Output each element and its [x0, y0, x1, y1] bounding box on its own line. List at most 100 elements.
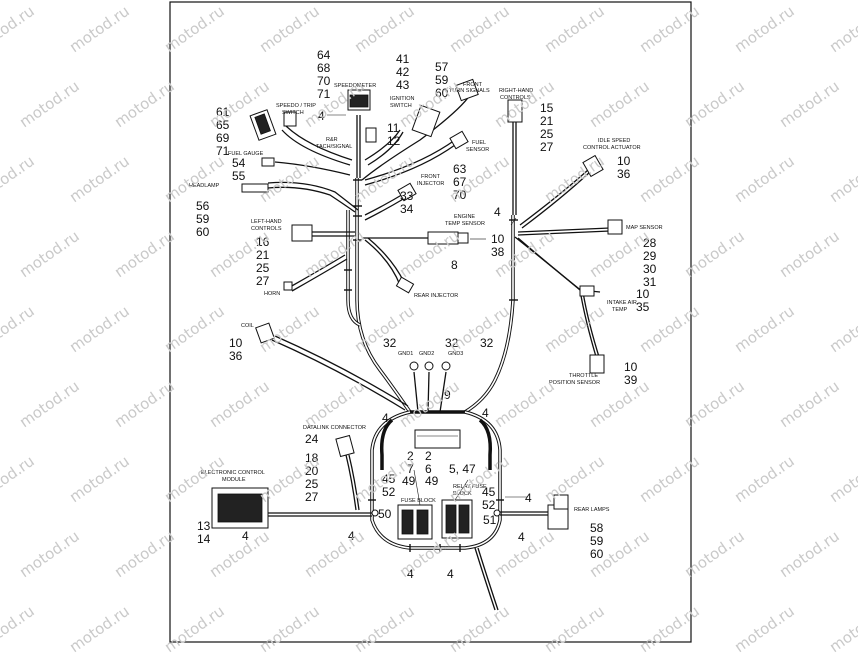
label-rr-tach-2: TACH/SIGNAL — [316, 144, 352, 150]
ref-ft-2: 60 — [435, 86, 449, 100]
ref-rl-2: 60 — [590, 547, 604, 561]
connectors — [211, 78, 623, 540]
ref-center-2a: 2 — [407, 449, 414, 463]
ref-center-7: 7 — [407, 462, 414, 476]
ref-relay-4: 4 — [525, 491, 532, 505]
ref-ss-0: 61 — [216, 105, 230, 119]
label-ignition-1: IGNITION — [390, 96, 414, 102]
label-ecm-1: ELECTRONIC CONTROL — [201, 470, 265, 476]
label-fuse-block: FUSE BLOCK — [401, 498, 436, 504]
label-speedo-switch-2: SWITCH — [282, 110, 304, 116]
ref-dl-1: 20 — [305, 464, 319, 478]
label-intake-air-2: TEMP — [612, 307, 628, 313]
datalink-connector — [335, 434, 355, 458]
ref-is-0: 10 — [617, 154, 631, 168]
ref-bottom-4d: 4 — [447, 567, 454, 581]
fuel-sensor-connector — [449, 130, 469, 150]
label-throttle-1: THROTTLE — [569, 373, 598, 379]
ref-tp-1: 39 — [624, 373, 638, 387]
label-relay-2: BLOCK — [453, 491, 472, 497]
ref-ss-1: 65 — [216, 118, 230, 132]
ref-map-1: 29 — [643, 249, 657, 263]
ref-et-1: 38 — [491, 245, 505, 259]
label-idle-speed-2: CONTROL ACTUATOR — [583, 145, 641, 151]
ref-ecm-0: 13 — [197, 519, 211, 533]
ref-hl-0: 56 — [196, 199, 210, 213]
label-engine-temp-2: TEMP SENSOR — [445, 221, 485, 227]
ref-ign-0: 41 — [396, 52, 410, 66]
ref-junction-4: 4 — [494, 205, 501, 219]
ref-fi-1: 34 — [400, 202, 414, 216]
fuel-gauge-connector — [261, 157, 275, 167]
ref-center-49a: 49 — [402, 474, 416, 488]
ref-rh-3: 27 — [540, 140, 554, 154]
ignition-switch-connector — [411, 104, 441, 138]
ref-ia-0: 10 — [636, 287, 650, 301]
right-hand-connector — [507, 99, 523, 123]
ref-coil-0: 10 — [229, 336, 243, 350]
label-ecm-2: MODULE — [222, 477, 246, 483]
ref-dl-3: 27 — [305, 490, 319, 504]
ref-gnd1: 32 — [383, 336, 397, 350]
label-front-injector-2: INJECTOR — [417, 181, 444, 187]
ref-fs-0: 63 — [453, 162, 467, 176]
ref-ft-0: 57 — [435, 60, 449, 74]
ref-speedo-0: 64 — [317, 48, 331, 62]
label-front-turn-1: FRONT — [463, 82, 483, 88]
label-fuel-sensor-1: FUEL — [472, 140, 486, 146]
ref-lh-2: 25 — [256, 261, 270, 275]
ref-speedo-2: 70 — [317, 74, 331, 88]
ref-speedo-3: 71 — [317, 87, 331, 101]
ref-rl-0: 58 — [590, 521, 604, 535]
front-turn-connector — [455, 78, 479, 102]
ref-ign-2: 43 — [396, 78, 410, 92]
ref-center-547: 5, 47 — [449, 462, 476, 476]
front-injector-connector — [397, 182, 417, 202]
ref-fg-0: 54 — [232, 156, 246, 170]
ref-bottom-4c: 4 — [407, 567, 414, 581]
ref-fs-1: 67 — [453, 175, 467, 189]
ref-loop-left-4: 4 — [382, 411, 389, 425]
coil-connector — [255, 322, 275, 344]
ref-speedo-switch-4: 4 — [318, 109, 325, 123]
label-intake-air-1: INTAKE AIR — [607, 300, 637, 306]
label-headlamp: HEADLAMP — [189, 183, 220, 189]
ref-tp-0: 10 — [624, 360, 638, 374]
ref-lh-3: 27 — [256, 274, 270, 288]
ref-rl-1: 59 — [590, 534, 604, 548]
gnd1-terminal — [409, 361, 419, 371]
ref-center-2b: 2 — [425, 449, 432, 463]
ref-relay-1: 52 — [482, 498, 496, 512]
ref-relay-0: 45 — [482, 485, 496, 499]
left-hand-connector — [291, 224, 313, 242]
map-sensor-connector — [607, 219, 623, 235]
harness-junction-box — [414, 429, 461, 449]
label-gnd3: GND3 — [448, 351, 463, 357]
ref-rh-2: 25 — [540, 127, 554, 141]
ref-51: 51 — [483, 513, 497, 527]
main-harness — [346, 178, 515, 414]
ref-map-3: 31 — [643, 275, 657, 289]
intake-air-connector — [579, 285, 595, 297]
horn-connector — [283, 281, 293, 291]
label-right-hand-1: RIGHT-HAND — [499, 88, 533, 94]
label-datalink: DATALINK CONNECTOR — [303, 425, 366, 431]
gnd3-terminal — [441, 361, 451, 371]
label-ignition-2: SWITCH — [390, 103, 412, 109]
label-relay-1: RELAY FUSE — [453, 484, 487, 490]
rear-injector-connector — [395, 276, 415, 294]
ref-ss-3: 71 — [216, 144, 230, 158]
ref-hl-1: 59 — [196, 212, 210, 226]
label-fuel-sensor-2: SENSOR — [466, 147, 489, 153]
ref-bottom-4a: 4 — [348, 529, 355, 543]
ref-fi-0: 33 — [400, 189, 414, 203]
ref-ecm-4: 4 — [242, 529, 249, 543]
ref-map-2: 30 — [643, 262, 657, 276]
ref-fs-2: 70 — [453, 188, 467, 202]
ref-ss-2: 69 — [216, 131, 230, 145]
ref-map-0: 28 — [643, 236, 657, 250]
branch-wires — [267, 94, 611, 611]
ref-harness-9: 9 — [444, 388, 451, 402]
label-coil: COIL — [241, 323, 254, 329]
